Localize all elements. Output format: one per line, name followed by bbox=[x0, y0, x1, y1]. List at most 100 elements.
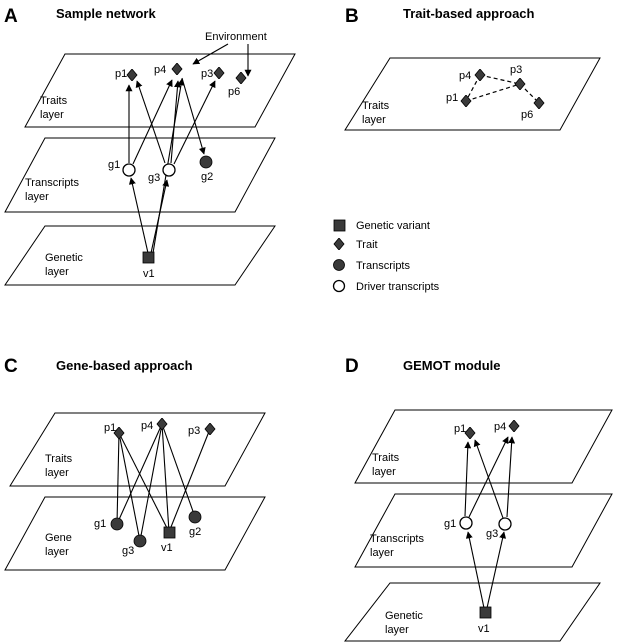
edge-p1-v1 bbox=[118, 432, 170, 533]
gene-layer-label-1: Gene bbox=[45, 532, 72, 544]
transcripts-layer-label-2: layer bbox=[25, 191, 49, 203]
edge-g1-p1 bbox=[464, 441, 472, 517]
edge-p1-g1 bbox=[116, 432, 120, 525]
transcripts-layer-label-2: layer bbox=[370, 547, 394, 559]
node-label-p4: p4 bbox=[141, 420, 153, 432]
edge-g3-p1 bbox=[473, 439, 504, 519]
node-label-g2: g2 bbox=[201, 171, 213, 183]
panel-a-letter: A bbox=[4, 6, 18, 27]
legend-label-genetic-variant: Genetic variant bbox=[356, 220, 430, 232]
edge-g3-p4 bbox=[170, 80, 181, 164]
traits-layer-label-1: Traits bbox=[372, 452, 400, 464]
panel-c: C Gene-based approach Traits layer Gene … bbox=[4, 356, 266, 571]
traits-layer-label-2: layer bbox=[372, 466, 396, 478]
transcripts-layer-plane bbox=[354, 493, 613, 568]
edge-p3-p6 bbox=[519, 83, 540, 104]
node-label-p1: p1 bbox=[446, 92, 458, 104]
node-label-p3: p3 bbox=[201, 68, 213, 80]
legend-label-driver-transcripts: Driver transcripts bbox=[356, 281, 440, 293]
gene-node-g2 bbox=[188, 510, 202, 524]
genetic-layer-plane bbox=[343, 582, 601, 642]
node-label-p1: p1 bbox=[115, 68, 127, 80]
edge-g3-p1 bbox=[135, 80, 166, 164]
traits-layer-label-1: Traits bbox=[362, 100, 390, 112]
legend-trait-icon bbox=[333, 238, 345, 250]
edge-v1-g1 bbox=[128, 177, 149, 254]
traits-layer-label-2: layer bbox=[362, 114, 386, 126]
node-label-g1: g1 bbox=[94, 518, 106, 530]
node-label-p1: p1 bbox=[104, 422, 116, 434]
traits-layer-label-2: layer bbox=[45, 467, 69, 479]
panel-a: A Sample network Traits layer Transcript… bbox=[4, 6, 296, 286]
genetic-layer-plane bbox=[4, 225, 276, 286]
edge-p4-g3 bbox=[139, 423, 163, 542]
transcripts-layer-label-1: Transcripts bbox=[370, 533, 424, 545]
traits-layer-plane bbox=[354, 409, 613, 484]
node-label-p4: p4 bbox=[459, 70, 471, 82]
node-label-g1: g1 bbox=[444, 518, 456, 530]
node-label-g1: g1 bbox=[108, 159, 120, 171]
genetic-layer-label-2: layer bbox=[45, 266, 69, 278]
gene-node-g1 bbox=[110, 517, 124, 531]
edge-g3-p4 bbox=[506, 436, 516, 518]
legend-label-trait: Trait bbox=[356, 239, 378, 251]
node-label-g3: g3 bbox=[486, 528, 498, 540]
gene-layer-plane bbox=[4, 496, 266, 571]
edge-p3-v1 bbox=[168, 428, 211, 533]
traits-layer-plane bbox=[24, 53, 296, 128]
legend-driver-transcripts-icon bbox=[332, 279, 346, 293]
legend-genetic-variant-icon bbox=[333, 219, 346, 232]
legend: Genetic variant Trait Transcripts Driver… bbox=[332, 219, 440, 293]
panel-c-title: Gene-based approach bbox=[56, 358, 193, 373]
edge-p4-g2 bbox=[161, 423, 196, 518]
node-label-v1: v1 bbox=[478, 623, 490, 635]
genetic-variant-node-v1 bbox=[163, 526, 176, 539]
traits-layer-plane bbox=[9, 412, 266, 487]
traits-layer-label-2: layer bbox=[40, 109, 64, 121]
panel-d: D GEMOT module Traits layer Transcripts … bbox=[343, 356, 613, 642]
edge-p4-p1 bbox=[465, 74, 481, 102]
node-label-v1: v1 bbox=[161, 542, 173, 554]
driver-transcript-node-g3 bbox=[162, 163, 176, 177]
node-label-p3: p3 bbox=[188, 425, 200, 437]
edge-v1-g3 bbox=[486, 531, 507, 609]
node-label-g3: g3 bbox=[122, 545, 134, 557]
panel-d-title: GEMOT module bbox=[403, 358, 501, 373]
node-label-p4: p4 bbox=[154, 64, 166, 76]
gene-node-g3 bbox=[133, 534, 147, 548]
node-label-p6: p6 bbox=[228, 86, 240, 98]
edge-g1-p4 bbox=[132, 79, 173, 165]
panel-d-letter: D bbox=[345, 356, 359, 377]
edge-p4-g1 bbox=[116, 423, 163, 525]
panel-b-title: Trait-based approach bbox=[403, 6, 535, 21]
gene-layer-label-2: layer bbox=[45, 546, 69, 558]
panel-b-letter: B bbox=[345, 6, 359, 27]
node-label-v1: v1 bbox=[143, 268, 155, 280]
genetic-layer-label-1: Genetic bbox=[385, 610, 423, 622]
edge-v1-g1 bbox=[465, 531, 485, 609]
panel-c-letter: C bbox=[4, 356, 18, 377]
edge-p1-p3 bbox=[465, 83, 521, 102]
panel-a-title: Sample network bbox=[56, 6, 156, 21]
node-label-g2: g2 bbox=[189, 526, 201, 538]
node-label-p1: p1 bbox=[454, 423, 466, 435]
node-label-p4: p4 bbox=[494, 421, 506, 433]
panel-b: B Trait-based approach Traits layer p4 p… bbox=[344, 6, 601, 131]
genetic-layer-label-2: layer bbox=[385, 624, 409, 636]
edge-p4-v1 bbox=[161, 423, 170, 533]
environment-label: Environment bbox=[205, 31, 267, 43]
transcripts-layer-label-1: Transcripts bbox=[25, 177, 79, 189]
traits-layer-label-1: Traits bbox=[45, 453, 73, 465]
traits-layer-plane bbox=[344, 57, 601, 131]
genetic-layer-label-1: Genetic bbox=[45, 252, 83, 264]
node-label-g3: g3 bbox=[148, 172, 160, 184]
edge-p1-g3 bbox=[118, 432, 141, 542]
traits-layer-label-1: Traits bbox=[40, 95, 68, 107]
genetic-variant-node-v1 bbox=[142, 251, 155, 264]
node-label-p6: p6 bbox=[521, 109, 533, 121]
legend-label-transcripts: Transcripts bbox=[356, 260, 410, 272]
driver-transcript-node-g3 bbox=[498, 517, 512, 531]
edge-p4-g2 bbox=[181, 77, 206, 155]
legend-transcripts-icon bbox=[333, 259, 345, 271]
